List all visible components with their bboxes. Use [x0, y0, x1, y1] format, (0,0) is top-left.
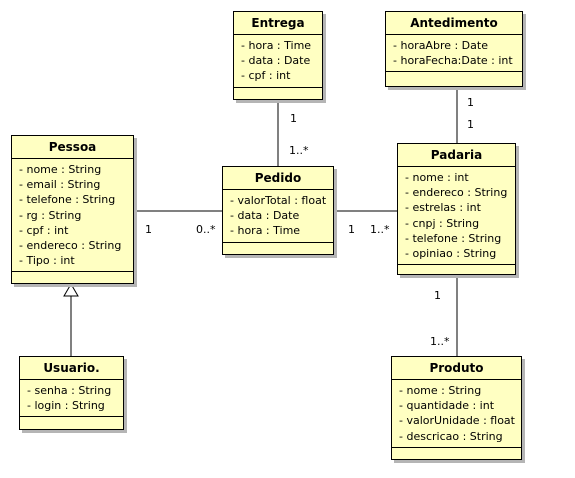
operation-compartment: [386, 72, 522, 82]
multiplicity-entrega-end: 1: [290, 112, 297, 125]
multiplicity-pedido-end: 0..*: [196, 223, 216, 236]
attribute: - hora : Time: [230, 224, 301, 238]
operation-compartment: [398, 265, 515, 275]
multiplicity-padaria-end: 1..*: [370, 223, 390, 236]
attribute: - telefone : String: [405, 231, 502, 245]
class-usuario[interactable]: Usuario. - senha : String - login : Stri…: [19, 356, 124, 430]
attribute: - horaFecha:Date : int: [393, 54, 513, 68]
attribute: - opiniao : String: [405, 247, 497, 261]
class-name: Entrega: [234, 12, 322, 35]
attribute-list: - nome : String - quantidade : int - val…: [392, 380, 521, 448]
operation-compartment: [392, 448, 521, 458]
class-produto[interactable]: Produto - nome : String - quantidade : i…: [391, 356, 522, 460]
attribute: - data : Date: [241, 54, 311, 68]
attribute-list: - senha : String - login : String: [20, 380, 123, 418]
multiplicity-produto-end: 1..*: [430, 335, 450, 348]
attribute: - telefone : String: [19, 193, 116, 207]
class-name: Pessoa: [12, 136, 133, 159]
attribute: - valorTotal : float: [230, 194, 327, 207]
generalization-arrowhead: [63, 283, 79, 297]
attribute: - cpf : int: [19, 223, 69, 237]
attribute: - senha : String: [27, 384, 112, 397]
multiplicity-padaria-end: 1: [434, 289, 441, 302]
multiplicity-antedimento-end: 1: [467, 96, 474, 109]
multiplicity-pedido-end: 1: [348, 223, 355, 236]
attribute: - Tipo : int: [19, 254, 75, 268]
attribute: - estrelas : int: [405, 201, 481, 215]
attribute-list: - hora : Time - data : Date - cpf : int: [234, 35, 322, 88]
attribute-list: - horaAbre : Date - horaFecha:Date : int: [386, 35, 522, 73]
operation-compartment: [234, 88, 322, 98]
class-entrega[interactable]: Entrega - hora : Time - data : Date - cp…: [233, 11, 323, 100]
attribute-list: - nome : String - email : String - telef…: [12, 159, 133, 273]
attribute: - login : String: [27, 399, 105, 413]
attribute: - valorUnidade : float: [399, 414, 515, 428]
attribute: - data : Date: [230, 209, 300, 223]
class-pessoa[interactable]: Pessoa - nome : String - email : String …: [11, 135, 134, 284]
attribute: - nome : String: [399, 384, 482, 397]
operation-compartment: [20, 417, 123, 427]
operation-compartment: [12, 272, 133, 282]
attribute: - cnpj : String: [405, 216, 480, 230]
multiplicity-pedido-end: 1..*: [289, 144, 309, 157]
attribute-list: - nome : int - endereco : String - estre…: [398, 167, 515, 266]
multiplicity-padaria-end: 1: [467, 118, 474, 131]
class-name: Pedido: [223, 167, 333, 190]
operation-compartment: [223, 243, 333, 253]
attribute: - quantidade : int: [399, 399, 495, 413]
attribute: - cpf : int: [241, 69, 291, 83]
class-padaria[interactable]: Padaria - nome : int - endereco : String…: [397, 143, 516, 275]
attribute: - descricao : String: [399, 429, 503, 443]
class-antedimento[interactable]: Antedimento - horaAbre : Date - horaFech…: [385, 11, 523, 87]
attribute: - endereco : String: [405, 186, 508, 200]
class-pedido[interactable]: Pedido - valorTotal : float - data : Dat…: [222, 166, 334, 255]
class-name: Padaria: [398, 144, 515, 167]
attribute: - nome : int: [405, 171, 469, 184]
attribute: - nome : String: [19, 163, 102, 176]
attribute: - email : String: [19, 178, 101, 192]
attribute-list: - valorTotal : float - data : Date - hor…: [223, 190, 333, 243]
attribute: - horaAbre : Date: [393, 39, 488, 52]
attribute: - rg : String: [19, 208, 82, 222]
class-name: Produto: [392, 357, 521, 380]
multiplicity-pessoa-end: 1: [145, 223, 152, 236]
attribute: - endereco : String: [19, 239, 122, 253]
attribute: - hora : Time: [241, 39, 312, 52]
class-name: Antedimento: [386, 12, 522, 35]
class-name: Usuario.: [20, 357, 123, 380]
